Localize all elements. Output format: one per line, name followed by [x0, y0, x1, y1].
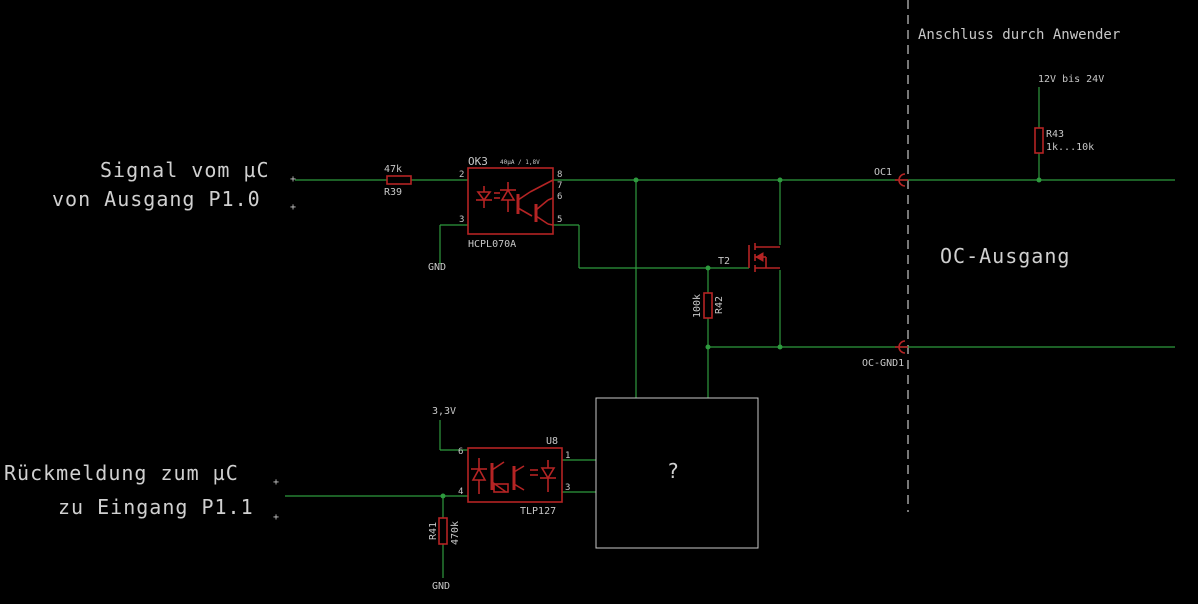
wires — [285, 87, 1175, 578]
r39-value: 47k — [384, 164, 402, 175]
v33-label: 3,3V — [432, 406, 456, 417]
ok3-pin-5: 5 — [557, 215, 562, 225]
r42-value: 100k — [692, 294, 703, 318]
ok3-pin-2: 2 — [459, 170, 464, 180]
unknown-block-label: ? — [667, 459, 680, 483]
ok3-pin-6: 6 — [557, 192, 562, 202]
ok3-rating: 40µA / 1,8V — [500, 159, 540, 166]
r43-value: 1k...10k — [1046, 142, 1094, 153]
r41-value: 470k — [450, 521, 461, 545]
resistor-r43: R43 1k...10k — [1034, 127, 1094, 154]
oc-output-label: OC-Ausgang — [940, 244, 1070, 268]
signal-cross-mark: + — [290, 174, 296, 185]
signal-label-line2: von Ausgang P1.0 — [52, 187, 261, 211]
optocoupler-u8: U8 TLP127 6 4 1 3 — [458, 436, 570, 517]
resistor-r39: 47k R39 — [384, 164, 412, 198]
gnd-top-label: GND — [428, 262, 446, 273]
oc1-label: OC1 — [874, 167, 892, 178]
r43-name: R43 — [1046, 129, 1064, 140]
u8-pin-6: 6 — [458, 447, 463, 457]
optocoupler-ok3: OK3 40µA / 1,8V HCPL070A 2 3 8 7 6 5 — [459, 155, 562, 250]
oc-gnd1-label: OC-GND1 — [862, 358, 904, 369]
oc1-connector: OC1 — [874, 167, 908, 187]
resistor-r41: R41 470k — [428, 517, 461, 545]
u8-name: U8 — [546, 436, 558, 447]
feedback-label-line2: zu Eingang P1.1 — [58, 495, 254, 519]
unknown-block — [595, 397, 759, 549]
u8-pin-1: 1 — [565, 451, 570, 461]
feedback-label-line1: Rückmeldung zum µC — [4, 461, 239, 485]
ok3-pin-7: 7 — [557, 181, 562, 191]
feedback-cross-mark: + — [273, 477, 279, 488]
ok3-pin-8: 8 — [557, 170, 562, 180]
signal-label-line1: Signal vom µC — [100, 158, 270, 182]
mosfet-t2: T2 — [718, 243, 780, 272]
signal-cross-mark-2: + — [290, 202, 296, 213]
u8-pin-4: 4 — [458, 487, 463, 497]
gnd-bottom-label: GND — [432, 581, 450, 592]
feedback-cross-mark-2: + — [273, 512, 279, 523]
oc-gnd1-connector: OC-GND1 — [862, 340, 908, 369]
u8-pin-3: 3 — [565, 483, 570, 493]
r39-name: R39 — [384, 187, 402, 198]
r42-name: R42 — [714, 296, 725, 314]
supply-label: 12V bis 24V — [1038, 74, 1104, 85]
r41-name: R41 — [428, 522, 439, 540]
ok3-part: HCPL070A — [468, 239, 516, 250]
ok3-name: OK3 — [468, 155, 488, 168]
junctions — [440, 177, 1042, 499]
user-connection-label: Anschluss durch Anwender — [918, 27, 1120, 43]
t2-name: T2 — [718, 256, 730, 267]
u8-part: TLP127 — [520, 506, 556, 517]
ok3-pin-3: 3 — [459, 215, 464, 225]
resistor-r42: 100k R42 — [692, 292, 725, 319]
